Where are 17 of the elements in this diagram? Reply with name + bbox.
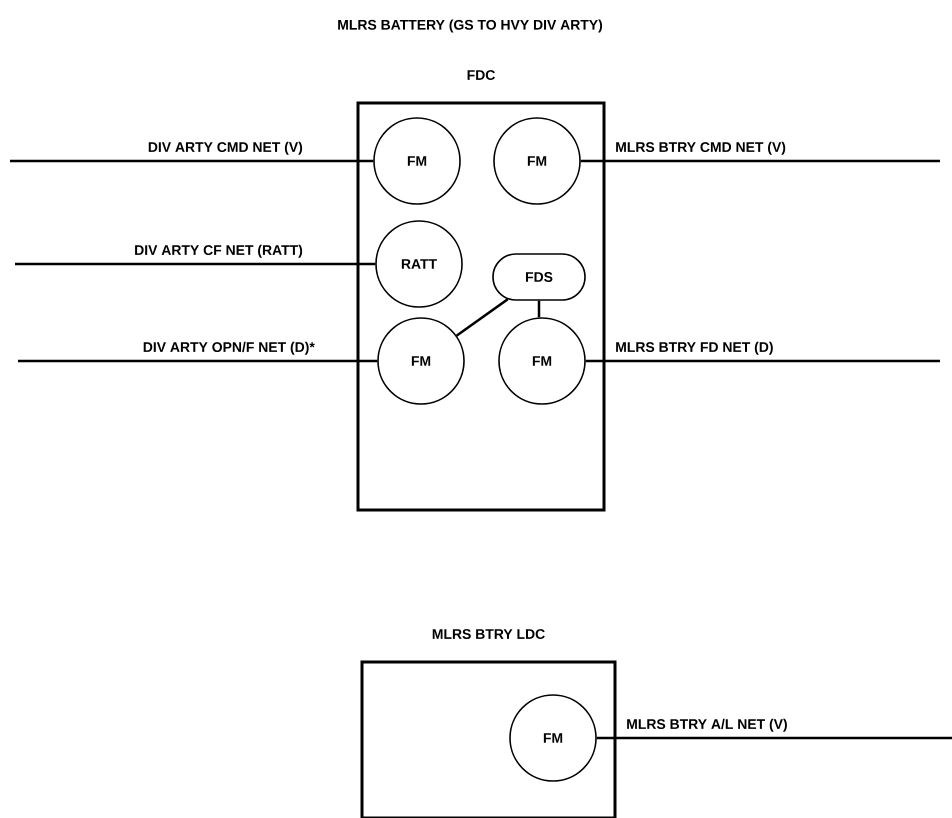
net-line <box>15 262 376 266</box>
net-label: MLRS BTRY FD NET (D) <box>616 342 773 355</box>
net-line <box>586 360 940 362</box>
net-label: MLRS BTRY CMD NET (V) <box>616 142 786 155</box>
net-line <box>10 160 374 162</box>
connector-line <box>538 300 540 318</box>
connector-line <box>456 298 508 337</box>
net-line <box>18 360 378 362</box>
net-label: MLRS BTRY A/L NET (V) <box>627 718 787 732</box>
net-line <box>596 736 952 740</box>
node-label: MLRS BTRY LDC <box>432 629 545 639</box>
net-label: DIV ARTY OPN/F NET (D)* <box>144 342 315 355</box>
title: MLRS BATTERY (GS TO HVY DIV ARTY) <box>338 20 602 32</box>
net-label: DIV ARTY CMD NET (V) <box>148 142 302 155</box>
net-line <box>580 160 940 162</box>
node-label: FDC <box>468 70 495 80</box>
net-label: DIV ARTY CF NET (RATT) <box>135 244 302 258</box>
